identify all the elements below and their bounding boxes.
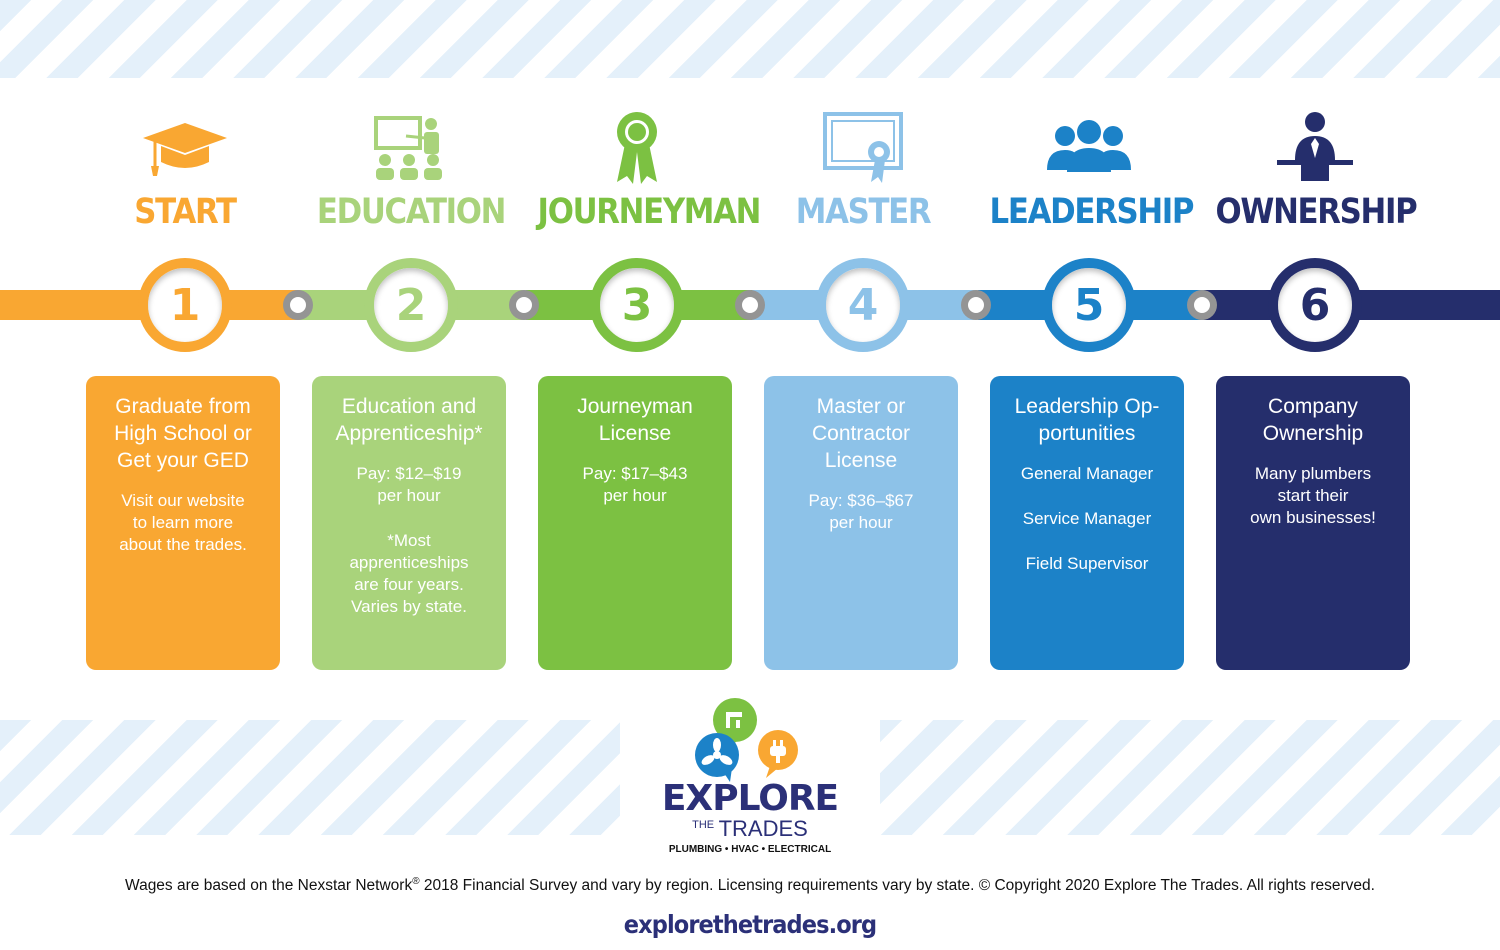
step-title-master: MASTER	[795, 192, 932, 232]
card-text-line: Many plumbers	[1254, 464, 1372, 483]
card-title-line: Leadership Op-	[1014, 395, 1160, 418]
step-card-journeyman: Journeyman License Pay: $17–$43 per hour	[538, 376, 732, 670]
ribbon-award-icon	[617, 112, 657, 184]
graduation-cap-icon	[143, 123, 227, 176]
card-text-line: Pay: $36–$67	[808, 491, 914, 510]
registered-mark: ®	[412, 876, 420, 887]
card-text-line: per hour	[377, 486, 441, 505]
top-stripe-band	[0, 0, 1500, 78]
disclaimer-text: Wages are based on the Nexstar Network	[125, 877, 413, 895]
card-text-line: to learn more	[132, 513, 234, 532]
card-text-line: *Most	[387, 531, 431, 550]
step-number-6: 6	[1268, 258, 1362, 352]
step-title-journeyman: JOURNEYMAN	[537, 192, 762, 232]
card-title-line: Education and	[341, 395, 477, 418]
card-text-line: start their	[1277, 486, 1349, 505]
card-title-line: Get your GED	[117, 449, 249, 472]
card-text-line: apprenticeships	[349, 553, 469, 572]
card-title-line: Graduate from	[115, 395, 251, 418]
logo-the-text: THE	[692, 819, 715, 831]
card-spacer	[1000, 530, 1174, 553]
timeline-connector-dot	[735, 290, 765, 320]
disclaimer-text-continued: 2018 Financial Survey and vary by region…	[419, 877, 1375, 895]
card-text-line: Visit our website	[121, 491, 245, 510]
card-spacer	[322, 507, 496, 530]
step-title-education: EDUCATION	[316, 192, 507, 232]
card-text-line: Field Supervisor	[1025, 554, 1149, 573]
card-title: Master or Contractor License	[774, 393, 948, 474]
step-card-ownership: Company Ownership Many plumbers start th…	[1216, 376, 1410, 670]
card-text-line: Service Manager	[1022, 509, 1152, 528]
card-title-line: High School or	[114, 422, 252, 445]
timeline-connector-dot	[1187, 290, 1217, 320]
step-title-ownership: OWNERSHIP	[1215, 192, 1418, 232]
timeline-connector-dot	[961, 290, 991, 320]
card-text-line: Pay: $12–$19	[356, 464, 462, 483]
classroom-icon	[374, 116, 442, 180]
card-text-line: General Manager	[1020, 464, 1154, 483]
card-title: Graduate from High School or Get your GE…	[96, 393, 270, 474]
step-number-2: 2	[364, 258, 458, 352]
card-text-line: per hour	[829, 513, 893, 532]
website-link[interactable]: explorethetrades.org	[623, 910, 877, 939]
card-title-line: License	[824, 449, 898, 472]
card-title-line: Master or	[816, 395, 906, 418]
logo-tagline: PLUMBING • HVAC • ELECTRICAL	[668, 844, 832, 855]
card-text-line: per hour	[603, 486, 667, 505]
step-number-4: 4	[816, 258, 910, 352]
card-spacer	[1000, 485, 1174, 508]
step-title-start: START	[134, 192, 237, 232]
card-title: Leadership Op- portunities	[1000, 393, 1174, 447]
card-title-line: Company	[1268, 395, 1358, 418]
card-title: Company Ownership	[1226, 393, 1400, 447]
card-text-line: about the trades.	[119, 535, 247, 554]
logo-speech-bubbles-icon	[695, 698, 798, 782]
logo-trades-text: TRADES	[718, 816, 808, 841]
team-icon	[1047, 120, 1131, 172]
card-text-line: are four years.	[354, 575, 464, 594]
step-number-5: 5	[1042, 258, 1136, 352]
timeline-connector-dot	[283, 290, 313, 320]
card-title-line: Journeyman	[577, 395, 693, 418]
card-text-line: own businesses!	[1250, 508, 1376, 527]
card-title: Journeyman License	[548, 393, 722, 447]
business-owner-icon	[1277, 112, 1353, 181]
card-title-line: Apprenticeship*	[335, 422, 483, 445]
card-title-line: portunities	[1038, 422, 1136, 445]
step-card-education: Education and Apprenticeship* Pay: $12–$…	[312, 376, 506, 670]
step-card-leadership: Leadership Op- portunities General Manag…	[990, 376, 1184, 670]
wage-disclaimer: Wages are based on the Nexstar Network® …	[0, 876, 1500, 895]
logo-explore-text: EXPLORE	[661, 778, 839, 819]
card-title-line: Contractor	[811, 422, 911, 445]
step-title-leadership: LEADERSHIP	[989, 192, 1195, 232]
step-card-start: Graduate from High School or Get your GE…	[86, 376, 280, 670]
card-title-line: Ownership	[1262, 422, 1364, 445]
step-number-1: 1	[138, 258, 232, 352]
logo-the-trades: THE TRADES	[620, 816, 880, 842]
step-card-master: Master or Contractor License Pay: $36–$6…	[764, 376, 958, 670]
card-text-line: Varies by state.	[351, 597, 467, 616]
card-title: Education and Apprenticeship*	[322, 393, 496, 447]
timeline-connector-dot	[509, 290, 539, 320]
step-number-3: 3	[590, 258, 684, 352]
explore-the-trades-logo: EXPLORE THE TRADES PLUMBING • HVAC • ELE…	[620, 690, 880, 860]
certificate-icon	[823, 112, 903, 183]
card-text-line: Pay: $17–$43	[582, 464, 688, 483]
card-title-line: License	[598, 422, 672, 445]
